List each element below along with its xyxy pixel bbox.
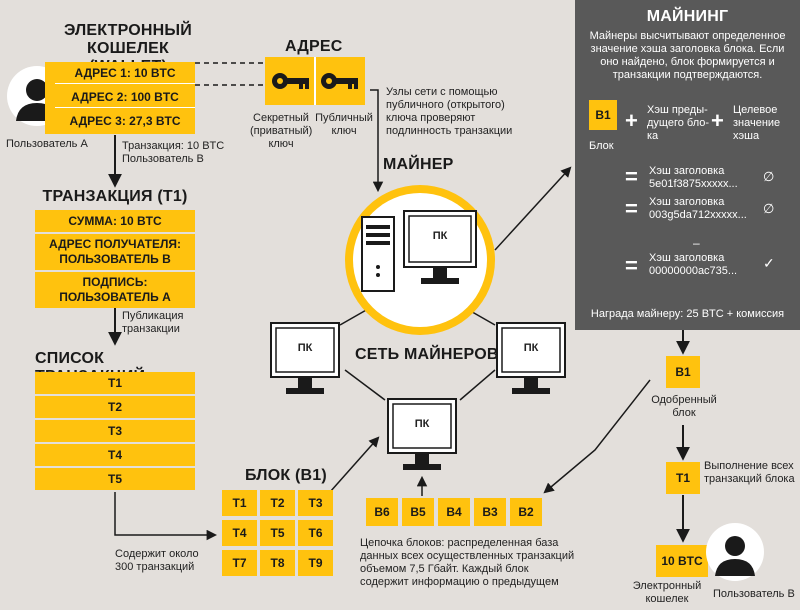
mining-block-chip: В1 [589, 100, 617, 130]
chain-description: Цепочка блоков: распределенная база данн… [360, 537, 575, 588]
monitor-icon [270, 322, 340, 394]
address-1[interactable]: АДРЕС 1: 10 BTC [55, 62, 195, 84]
tx-list-item[interactable]: Т3 [35, 420, 195, 442]
miner-label: МАЙНЕР [383, 156, 454, 173]
chain-block[interactable]: В2 [510, 498, 542, 526]
target-hash-label: Целевое значение хэша [733, 104, 781, 142]
block-cell: Т1 [222, 490, 257, 516]
wallet-addresses: АДРЕС 1: 10 BTC АДРЕС 2: 100 BTC АДРЕС 3… [45, 62, 195, 134]
chain-block[interactable]: В3 [474, 498, 506, 526]
secret-key-icon [272, 73, 309, 89]
contains-note: Содержит около 300 транзакций [115, 548, 199, 573]
network-pc-left: ПК [270, 322, 340, 403]
block-cell: Т7 [222, 550, 257, 576]
blockchain: В6 В5 В4 В3 В2 [366, 498, 546, 530]
transaction-card: СУММА: 10 BTC АДРЕС ПОЛУЧАТЕЛЯ: ПОЛЬЗОВА… [35, 210, 195, 308]
block-cell: Т3 [298, 490, 333, 516]
block-cell: Т6 [298, 520, 333, 546]
hash-attempt: Хэш заголовка 00000000ac735... [649, 252, 759, 278]
network-pc-right: ПК [496, 322, 566, 403]
approved-block-chip: В1 [666, 356, 700, 388]
network-pc-label: ПК [414, 418, 430, 430]
keys-box [265, 57, 365, 105]
user-b-avatar [706, 523, 764, 581]
mining-title: МАЙНИНГ [646, 8, 729, 25]
user-a-label: Пользователь А [6, 138, 88, 150]
block-cell: Т5 [260, 520, 295, 546]
public-key-label: Публичный ключ [315, 112, 373, 137]
secret-key-label: Секретный (приватный) ключ [250, 112, 313, 150]
tx-list-item[interactable]: Т2 [35, 396, 195, 418]
address-title: АДРЕС [285, 38, 343, 55]
prev-hash-label: Хэш преды-дущего бло-ка [647, 104, 710, 142]
miner-pc-label: ПК [432, 230, 448, 242]
verify-note: Узлы сети с помощью публичного (открытог… [386, 86, 513, 137]
miner-reward: Награда майнеру: 25 BTC + комиссия [590, 308, 785, 320]
tx-list-item[interactable]: Т5 [35, 468, 195, 490]
transaction-recipient: АДРЕС ПОЛУЧАТЕЛЯ: ПОЛЬЗОВАТЕЛЬ В [35, 234, 195, 270]
wallet-title-line1: ЭЛЕКТРОННЫЙ КОШЕЛЕК [64, 22, 192, 57]
monitor-icon [496, 322, 566, 394]
mining-panel: МАЙНИНГ Майнеры высчитывают определенное… [575, 0, 800, 330]
transaction-title: ТРАНЗАКЦИЯ (Т1) [42, 188, 188, 205]
hash-result-fail: ∅ [763, 169, 775, 184]
check-icon: ✓ [763, 255, 775, 271]
execution-chip: Т1 [666, 462, 700, 494]
hash-attempt-label: Хэш заголовка [649, 196, 725, 208]
monitor-icon [403, 210, 477, 284]
network-pc-label: ПК [523, 342, 539, 354]
tx-list-item[interactable]: Т4 [35, 444, 195, 466]
address-3[interactable]: АДРЕС 3: 27,3 BTC [55, 110, 195, 132]
hash-attempt-value: 003g5da712xxxxx... [649, 209, 747, 221]
hash-attempt-value: 00000000ac735... [649, 265, 738, 277]
wallet-b-label: Электронный кошелек [632, 580, 702, 605]
pc-tower-icon [361, 216, 395, 292]
mining-block-label: Блок [589, 140, 614, 152]
chain-block[interactable]: В4 [438, 498, 470, 526]
public-key-icon [321, 73, 358, 89]
network-pc-bottom: ПК [387, 398, 457, 479]
transaction-signature: ПОДПИСЬ: ПОЛЬЗОВАТЕЛЬ А [35, 272, 195, 308]
address-2[interactable]: АДРЕС 2: 100 BTC [55, 86, 195, 108]
approved-block-label: Одобренный блок [651, 394, 717, 419]
block-title: БЛОК (В1) [245, 467, 327, 484]
block-grid: Т1 Т2 Т3 Т4 Т5 Т6 Т7 Т8 Т9 [222, 490, 333, 578]
network-pc-label: ПК [297, 342, 313, 354]
user-b-label: Пользователь В [713, 588, 795, 600]
mining-intro: Майнеры высчитывают определенное значени… [589, 30, 786, 81]
transaction-amount: СУММА: 10 BTC [35, 210, 195, 232]
block-cell: Т2 [260, 490, 295, 516]
hash-attempt: Хэш заголовка 003g5da712xxxxx... [649, 196, 759, 222]
monitor-icon [387, 398, 457, 470]
block-cell: Т9 [298, 550, 333, 576]
publish-note: Публикация транзакции [122, 310, 184, 335]
miner-pc: ПК [403, 210, 477, 293]
tx-list: Т1 Т2 Т3 Т4 Т5 [35, 372, 195, 492]
hash-attempt-value: 5e01f3875xxxxx... [649, 178, 738, 190]
block-cell: Т8 [260, 550, 295, 576]
execution-label: Выполнение всех транзакций блока [704, 460, 795, 485]
hash-attempt-label: Хэш заголовка [649, 165, 725, 177]
network-label: СЕТЬ МАЙНЕРОВ [355, 346, 499, 363]
block-cell: Т4 [222, 520, 257, 546]
wallet-b-amount: 10 BTC [656, 545, 708, 577]
hash-result-fail: ∅ [763, 201, 775, 216]
chain-block[interactable]: В5 [402, 498, 434, 526]
chain-block[interactable]: В6 [366, 498, 398, 526]
tx-list-item[interactable]: Т1 [35, 372, 195, 394]
hash-attempt: Хэш заголовка 5e01f3875xxxxx... [649, 165, 759, 191]
hash-attempt-label: Хэш заголовка [649, 252, 725, 264]
transaction-note: Транзакция: 10 BTC Пользователь В [122, 140, 225, 165]
